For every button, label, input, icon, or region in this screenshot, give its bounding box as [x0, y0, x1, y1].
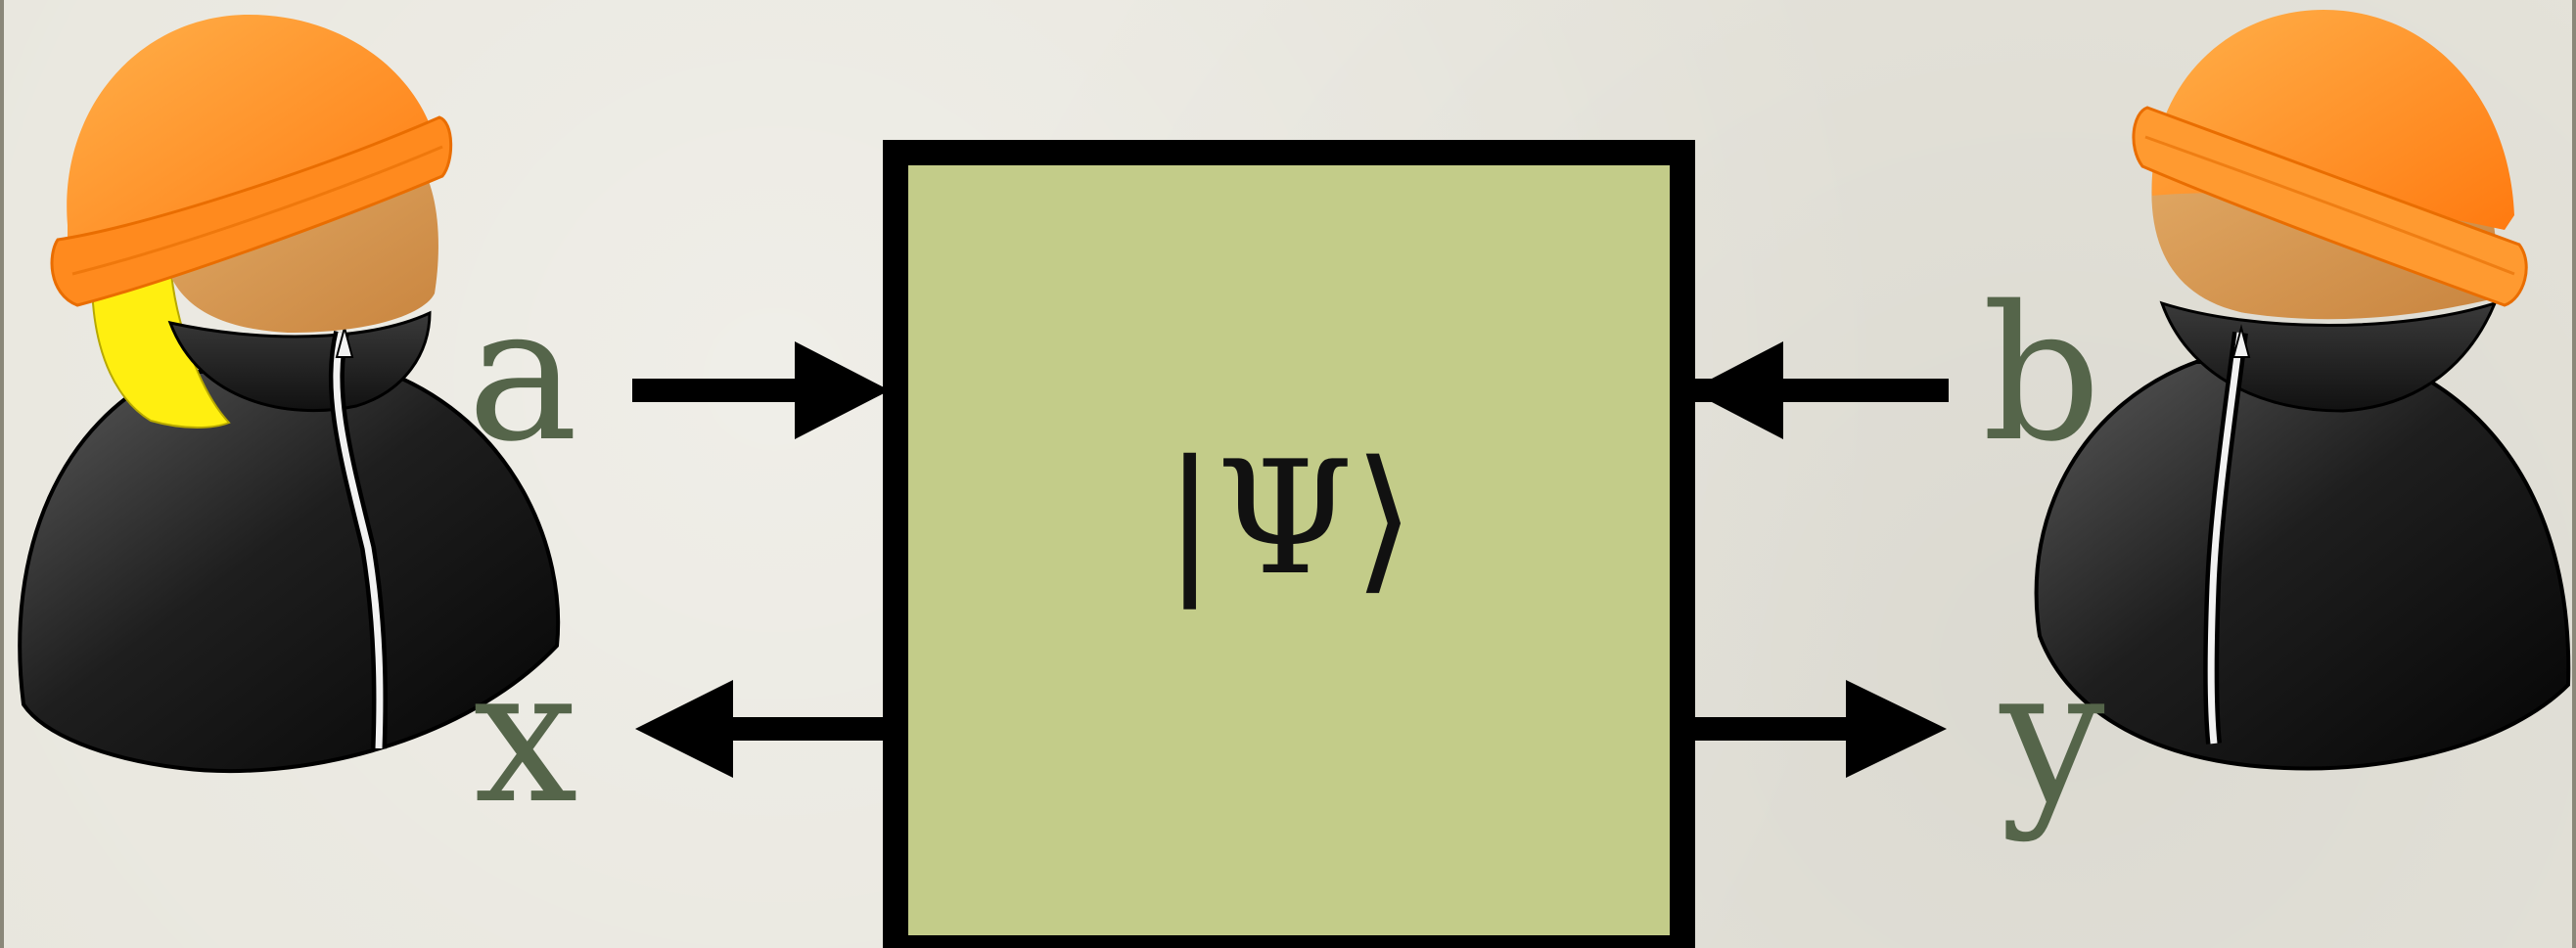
- arrow-left-icon: [1689, 341, 1949, 439]
- alice-output-label: x: [473, 628, 577, 844]
- quantum-state-label: |Ψ⟩: [1164, 427, 1415, 609]
- arrow-left-icon: [635, 680, 888, 778]
- diagram-svg: a x b y |Ψ⟩: [4, 0, 2576, 948]
- arrow-right-icon: [1692, 680, 1947, 778]
- bob-input-label: b: [1982, 266, 2101, 482]
- arrow-right-icon: [632, 341, 890, 439]
- alice-input-label: a: [467, 266, 577, 482]
- bob-output-label: y: [1999, 628, 2104, 844]
- bob-person-icon: [2037, 10, 2569, 769]
